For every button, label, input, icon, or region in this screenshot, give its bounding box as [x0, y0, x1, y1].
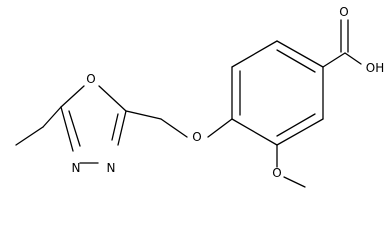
bond-hydroxyl [344, 52, 362, 65]
bond-o-aryl [207, 118, 233, 138]
bond-ring-c2-c3 [231, 40, 278, 68]
bond-ring-carboxyl [322, 52, 346, 68]
ring-nitrogen-left-label: N [72, 161, 81, 175]
bond-ethyl-ch2 [42, 106, 62, 128]
ring-nitrogen-right-label: N [107, 161, 116, 175]
bond-ring-c3-c4 [276, 40, 324, 68]
oxadiazole-ring [60, 85, 127, 164]
ether-oxygen-label: O [192, 130, 201, 144]
bond-ome-ch3 [283, 176, 306, 188]
bond-c2-n3 [117, 110, 127, 146]
carbonyl-oxygen-label: O [339, 5, 348, 19]
ethyl-group [15, 106, 62, 146]
bond-c2-ch2 [125, 110, 162, 120]
carboxylic-acid-group [322, 19, 362, 68]
bond-o1-c2 [98, 85, 127, 112]
structure-drawing: O OH O O O N N [15, 5, 384, 188]
bond-ring-c6-c1 [231, 118, 278, 146]
methoxy-oxygen-label: O [272, 166, 281, 180]
methylene-ether-linker [125, 110, 233, 138]
bond-c2-n3-inner [111, 113, 119, 141]
bond-n4-c5 [60, 106, 74, 152]
bond-ch2-o [160, 118, 188, 138]
bond-ethyl-ch3 [15, 126, 44, 146]
bond-ring-c5-c6 [276, 118, 324, 146]
bond-n4-c5-inner [68, 110, 81, 147]
methoxy-group [276, 144, 306, 188]
bond-ring-c3-c4-inner [276, 49, 316, 73]
hydroxyl-label: OH [366, 61, 384, 75]
chemical-structure-canvas: O OH O O O N N [15, 5, 385, 188]
bond-c5-o1 [60, 85, 85, 108]
ring-oxygen-label: O [86, 72, 95, 86]
benzene-ring [231, 40, 324, 146]
bond-ring-c5-c6-inner [276, 113, 316, 137]
